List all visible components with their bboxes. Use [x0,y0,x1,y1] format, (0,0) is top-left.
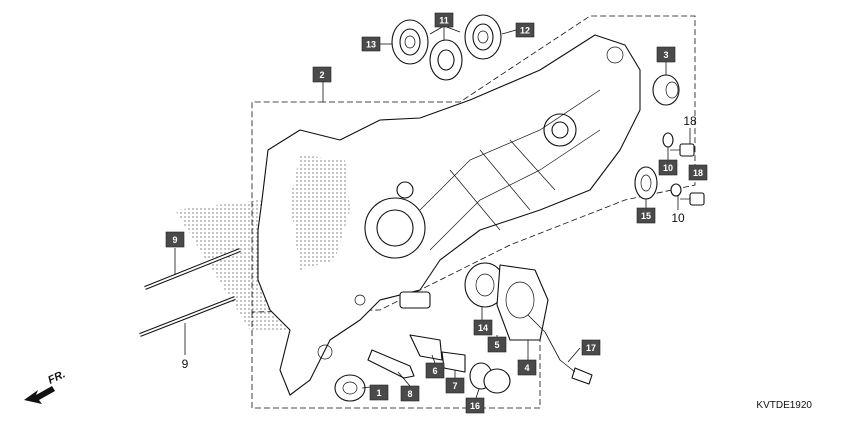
tag-15-label: 15 [641,211,651,221]
label-10a: 10 [671,211,685,225]
label-9b-text: 9 [182,357,189,371]
front-arrow-label: FR. [46,368,67,386]
stud-lower [139,296,236,337]
tag-8: 8 [400,385,420,402]
tag-5: 5 [487,336,507,353]
tag-10b: 10 [658,159,678,176]
label-18a: 18 [683,114,697,128]
tag-13-label: 13 [366,40,376,50]
tag-17-label: 17 [586,343,596,353]
washer-10b [670,183,682,197]
reference-code: KVTDE1920 [756,400,812,411]
tag-16: 16 [465,397,485,414]
spring-7 [441,351,466,373]
bolt-17 [571,367,593,385]
tag-6-label: 6 [432,366,437,376]
bearing-13 [391,19,429,65]
oil-seal-15 [634,166,658,200]
tag-12-label: 12 [520,26,530,36]
stud-upper [144,248,241,290]
tag-16-label: 16 [470,401,480,411]
tag-12: 12 [515,22,535,38]
bolt-18b [680,192,705,206]
tag-1: 1 [369,384,389,401]
dowel-3 [652,74,680,106]
tag-17: 17 [581,339,601,356]
tag-3: 3 [656,46,676,63]
left-crankcase [175,34,641,396]
tag-8-label: 8 [407,389,412,399]
label-10a-text: 10 [671,211,685,225]
front-direction-arrow: FR. [24,368,67,404]
bolt-18a [670,143,695,157]
cover-5 [496,264,549,341]
label-9b: 9 [182,357,189,371]
tag-6: 6 [425,362,445,379]
tag-11: 11 [434,12,454,28]
tag-5-label: 5 [494,340,499,350]
tag-3-label: 3 [663,50,668,60]
tag-11-label: 11 [439,16,449,26]
bearing-11 [429,39,463,81]
tag-14: 14 [473,319,493,336]
tag-18b: 18 [688,164,708,181]
tag-1-label: 1 [376,388,381,398]
washer-10a [662,132,674,148]
tag-15: 15 [636,207,656,224]
leader-lines [174,25,691,399]
tag-7: 7 [445,377,465,394]
tag-4: 4 [517,359,537,376]
tag-18b-label: 18 [693,168,703,178]
bearing-12 [464,14,502,60]
tag-4-label: 4 [524,363,529,373]
label-18a-text: 18 [683,114,697,128]
tag-14-label: 14 [478,323,488,333]
shaft-8 [367,349,415,379]
tag-9-label: 9 [172,235,177,245]
tag-2: 2 [312,66,332,83]
bearing-1 [334,374,366,402]
tag-9: 9 [165,231,185,248]
tag-2-label: 2 [319,70,324,80]
tag-10b-label: 10 [663,163,673,173]
tag-7-label: 7 [452,381,457,391]
bolt-cap [483,368,511,394]
tag-13: 13 [361,36,381,52]
spring-6 [409,334,443,361]
